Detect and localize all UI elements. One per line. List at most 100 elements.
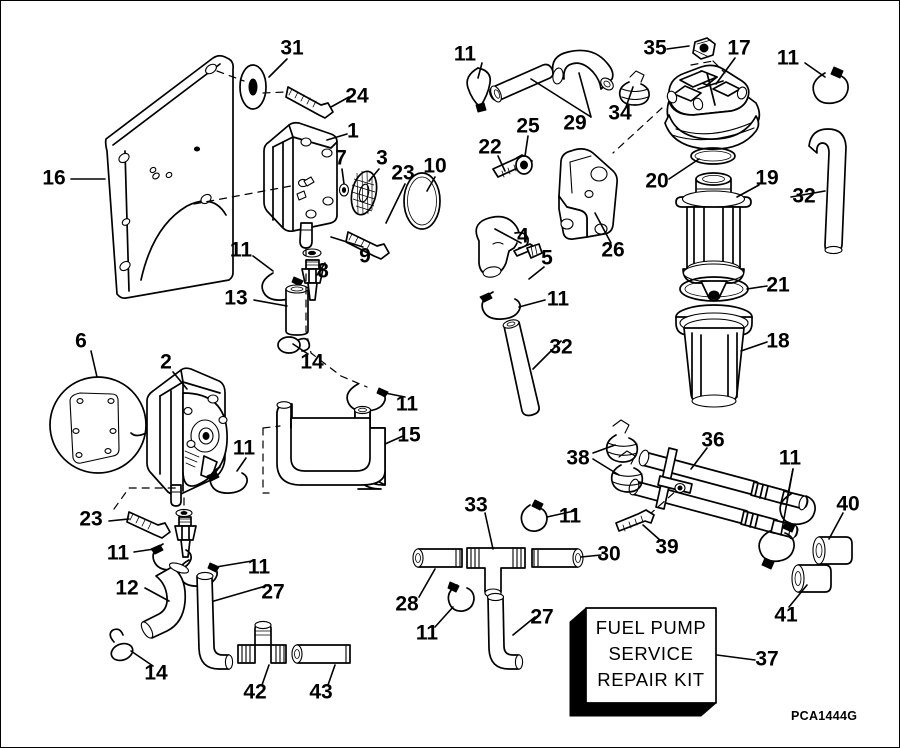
- callout-number-fuel-pump-body-lower: 2: [160, 351, 172, 374]
- hose-27-right: [486, 592, 524, 670]
- washer-7: [338, 183, 350, 197]
- hose-clamp-11-j: [447, 581, 475, 612]
- callout-number-gasket-detail: 6: [75, 330, 87, 353]
- hose-clamp-11-h: [758, 530, 795, 570]
- drawing-code: PCA1444G: [791, 709, 857, 723]
- fuel-pump-body-2: [146, 367, 228, 507]
- callout-number-hose-clamp: 11: [248, 556, 271, 579]
- fitting-8: [301, 259, 324, 301]
- fitting-8-lower: [174, 516, 197, 558]
- connector-41: [791, 564, 832, 593]
- callout-number-tee-fitting-33: 33: [464, 494, 487, 517]
- callout-number-hose-clamp: 11: [396, 393, 419, 416]
- alignment-dash-31: [216, 70, 245, 82]
- o-ring-10: [403, 172, 441, 230]
- callout-number-fitting-nut: 8: [317, 260, 329, 283]
- callout-number-nut-35: 35: [643, 37, 667, 60]
- alignment-dash-15a: [262, 427, 270, 494]
- callout-number-clip-14: 14: [144, 662, 168, 685]
- callout-number-hose-27: 27: [261, 581, 284, 604]
- hose-clamp-11-g: [779, 493, 816, 533]
- callout-number-washer-small: 7: [335, 147, 347, 170]
- callout-number-connector-40: 40: [836, 493, 859, 516]
- hose-clamp-11-top-left: [466, 67, 492, 113]
- hose-clamp-11-i: [520, 499, 548, 532]
- alignment-dash-24: [262, 91, 287, 94]
- callout-number-o-ring-20: 20: [645, 170, 668, 193]
- hose-15: [276, 401, 386, 490]
- nut-35: [692, 37, 716, 60]
- callout-number-washer-9: 9: [359, 245, 371, 268]
- mounting-bracket-16: [104, 54, 235, 300]
- callout-number-hose-12: 12: [115, 577, 138, 600]
- screw-39: [615, 509, 655, 532]
- callout-number-filter-bowl: 18: [766, 330, 790, 353]
- callout-number-screw-39: 39: [655, 536, 678, 559]
- kit-line-2: SERVICE: [608, 643, 693, 664]
- callout-number-hose-clamp: 11: [779, 447, 802, 470]
- gasket-detail-6: [49, 376, 147, 474]
- hose-clamp-11-c: [206, 466, 248, 494]
- filter-screen-3: [350, 170, 378, 216]
- callout-number-screw-small: 5: [541, 247, 553, 270]
- alignment-dash-bracket: [193, 185, 292, 205]
- callout-number-hose-32: 32: [792, 185, 815, 208]
- screw-23-upper: [345, 231, 390, 260]
- callout-number-hose-clamp: 11: [416, 622, 439, 645]
- leader-lines: [70, 45, 844, 686]
- hose-30: [531, 548, 584, 568]
- filter-element-19: [675, 172, 752, 302]
- alignment-dash-35: [712, 60, 726, 74]
- clamp-38-b: [610, 450, 644, 493]
- alignment-dash-pump2: [113, 487, 182, 510]
- callout-number-hose-clamp: 11: [107, 542, 130, 565]
- alignment-dash-35b: [690, 60, 714, 66]
- callout-number-hose-30: 30: [597, 543, 620, 566]
- callout-number-dual-tube-assembly: 36: [701, 429, 724, 452]
- alignment-dash-pump1: [305, 247, 368, 388]
- callout-number-clamp-38: 38: [566, 447, 590, 470]
- callout-number-mounting-bracket: 16: [42, 167, 65, 190]
- clip-14-lower: [109, 628, 134, 662]
- callout-number-washer-31: 31: [280, 37, 304, 60]
- hose-43: [291, 644, 351, 664]
- callout-number-hose-clamp: 11: [230, 239, 253, 262]
- callout-number-hose-43: 43: [309, 681, 332, 704]
- callout-number-o-ring-21: 21: [766, 274, 790, 297]
- callout-number-hose-29: 29: [563, 112, 586, 135]
- callout-number-screw-23: 23: [391, 162, 414, 185]
- callout-number-hose-clamp: 11: [233, 437, 256, 460]
- callout-number-washer-25: 25: [516, 115, 540, 138]
- screw-24: [285, 86, 334, 119]
- fuel-pump-body-1: [263, 121, 338, 249]
- hose-clamp-11-f: [479, 291, 521, 320]
- tee-fitting-33: [466, 547, 526, 598]
- callout-number-hose-32: 32: [549, 336, 572, 359]
- hose-28: [412, 548, 463, 568]
- elbow-fitting-4: [475, 215, 529, 278]
- callout-number-elbow-fitting: 4: [517, 225, 529, 248]
- callout-number-filter-element: 19: [755, 167, 778, 190]
- connector-40: [812, 536, 853, 565]
- hose-29-b: [551, 49, 614, 91]
- kit-line-3: REPAIR KIT: [597, 669, 704, 690]
- filter-cover-17: [664, 64, 761, 151]
- hose-32-right: [808, 128, 847, 255]
- hose-13: [285, 284, 309, 336]
- hose-32-mid: [502, 319, 540, 417]
- alignment-dash-15b: [262, 425, 281, 429]
- callout-number-filter-screen: 3: [376, 147, 388, 170]
- callout-number-hose-27: 27: [530, 606, 553, 629]
- filter-bowl-18: [675, 304, 753, 408]
- hose-27-left: [196, 571, 234, 670]
- hose-12: [140, 562, 190, 639]
- hose-29-a: [489, 63, 554, 103]
- callout-number-clamp-34: 34: [608, 102, 632, 125]
- o-ring-20: [690, 147, 736, 165]
- callout-number-screw-24: 24: [345, 85, 369, 108]
- service-repair-kit-box: FUEL PUMP SERVICE REPAIR KIT: [569, 607, 717, 717]
- callout-number-clip-14: 14: [300, 351, 324, 374]
- callout-number-hose-clamp: 11: [559, 505, 582, 528]
